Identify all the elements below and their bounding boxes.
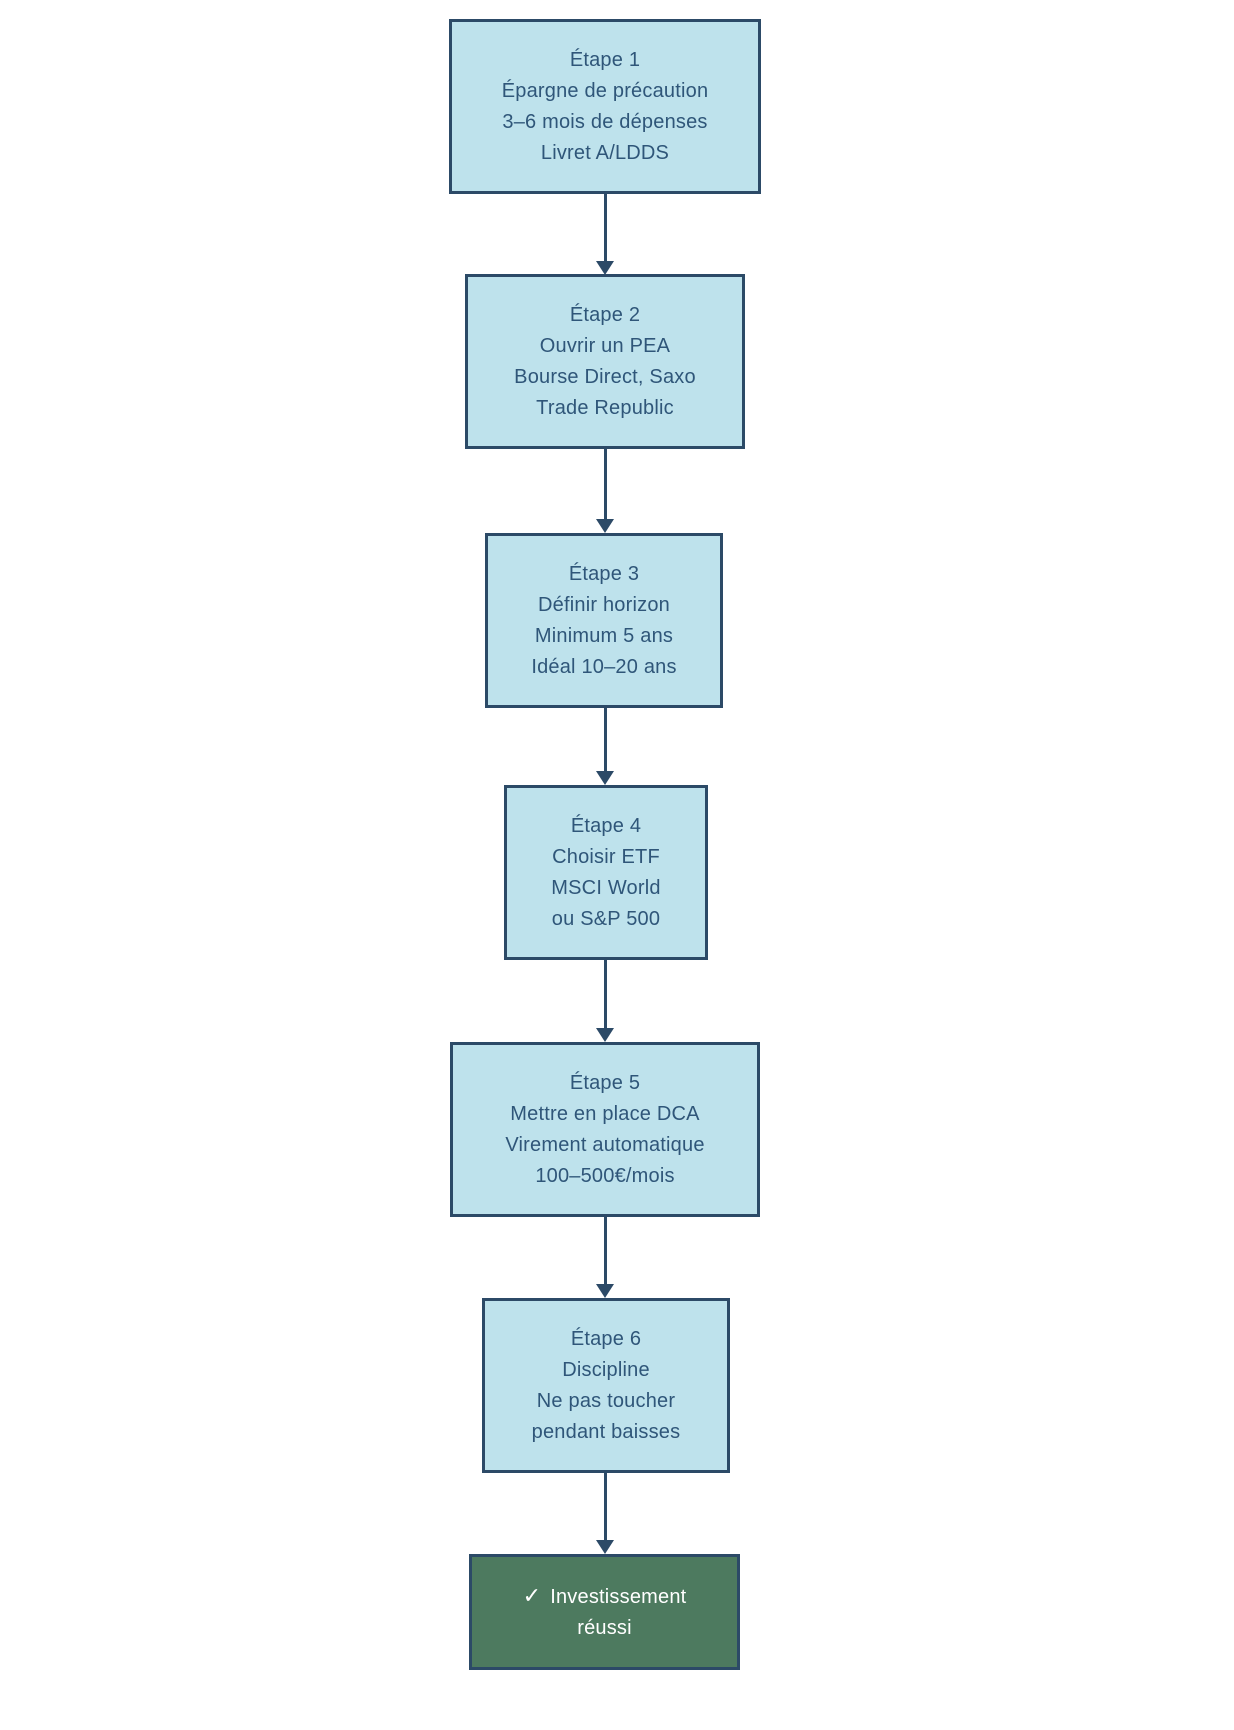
step-4-line: ou S&P 500 [551, 907, 661, 930]
flow-arrow-2 [596, 448, 614, 533]
step-5-box: Étape 5 Mettre en place DCA Virement aut… [450, 1042, 760, 1217]
arrow-shaft [603, 448, 607, 519]
success-box: ✓ Investissement réussi [469, 1554, 740, 1670]
step-2-title: Étape 2 [569, 303, 641, 326]
step-2-line: Ouvrir un PEA [539, 334, 671, 357]
step-6-box: Étape 6 Discipline Ne pas toucher pendan… [482, 1298, 730, 1473]
step-4-title: Étape 4 [570, 814, 642, 837]
step-5-line: Mettre en place DCA [510, 1102, 700, 1125]
arrow-shaft [603, 707, 607, 771]
flow-arrow-5 [596, 1216, 614, 1298]
success-line-1: ✓ Investissement [523, 1580, 687, 1613]
step-3-line: Définir horizon [538, 593, 670, 616]
success-line-2: réussi [577, 1617, 632, 1639]
arrow-down-icon [596, 519, 614, 533]
flow-arrow-6 [596, 1472, 614, 1554]
step-4-line: MSCI World [551, 876, 661, 899]
step-4-box: Étape 4 Choisir ETF MSCI World ou S&P 50… [504, 785, 708, 960]
check-icon: ✓ [522, 1583, 542, 1608]
arrow-down-icon [596, 1028, 614, 1042]
success-text: Investissement [550, 1586, 687, 1608]
flow-arrow-4 [596, 959, 614, 1042]
step-5-line: 100–500€/mois [535, 1164, 675, 1187]
arrow-down-icon [596, 1540, 614, 1554]
step-3-line: Idéal 10–20 ans [531, 655, 677, 678]
arrow-shaft [603, 193, 607, 261]
arrow-shaft [603, 1472, 607, 1540]
step-2-line: Bourse Direct, Saxo [514, 365, 696, 388]
step-1-box: Étape 1 Épargne de précaution 3–6 mois d… [449, 19, 761, 194]
arrow-down-icon [596, 771, 614, 785]
step-5-line: Virement automatique [505, 1133, 705, 1156]
step-6-line: pendant baisses [531, 1420, 681, 1443]
step-1-line: Livret A/LDDS [540, 141, 670, 164]
step-5-title: Étape 5 [569, 1071, 641, 1094]
arrow-down-icon [596, 261, 614, 275]
step-6-line: Ne pas toucher [536, 1389, 676, 1412]
step-1-line: 3–6 mois de dépenses [502, 110, 708, 133]
step-1-title: Étape 1 [569, 48, 641, 71]
step-3-box: Étape 3 Définir horizon Minimum 5 ans Id… [485, 533, 723, 708]
arrow-down-icon [596, 1284, 614, 1298]
step-2-line: Trade Republic [536, 396, 674, 419]
step-6-title: Étape 6 [570, 1327, 642, 1350]
arrow-shaft [603, 1216, 607, 1284]
step-6-line: Discipline [562, 1358, 650, 1381]
flow-arrow-3 [596, 707, 614, 785]
step-1-line: Épargne de précaution [501, 79, 709, 102]
arrow-shaft [603, 959, 607, 1028]
step-2-box: Étape 2 Ouvrir un PEA Bourse Direct, Sax… [465, 274, 745, 449]
flow-arrow-1 [596, 193, 614, 275]
step-4-line: Choisir ETF [552, 845, 660, 868]
step-3-title: Étape 3 [568, 562, 640, 585]
step-3-line: Minimum 5 ans [534, 624, 674, 647]
